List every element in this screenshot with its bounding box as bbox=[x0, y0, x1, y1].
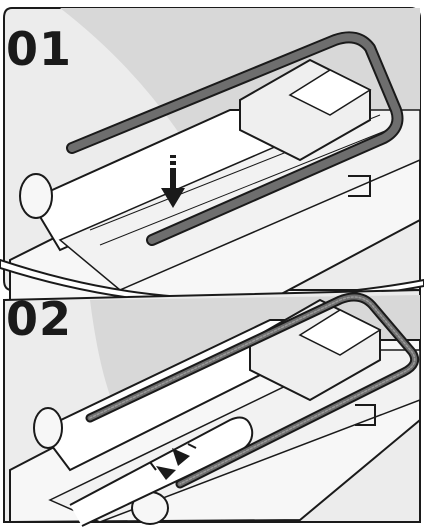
knob-01 bbox=[19, 173, 53, 219]
arrow-down-icon bbox=[161, 155, 185, 208]
card-slot-02 bbox=[298, 309, 382, 356]
step-label-02: 02 bbox=[6, 292, 73, 346]
knob-02 bbox=[33, 407, 63, 449]
panel-02 bbox=[3, 288, 421, 527]
card-slot-01 bbox=[288, 69, 372, 116]
step-label-01: 01 bbox=[6, 22, 73, 76]
panel-01 bbox=[3, 7, 421, 301]
click-arrow-icon bbox=[149, 443, 197, 480]
